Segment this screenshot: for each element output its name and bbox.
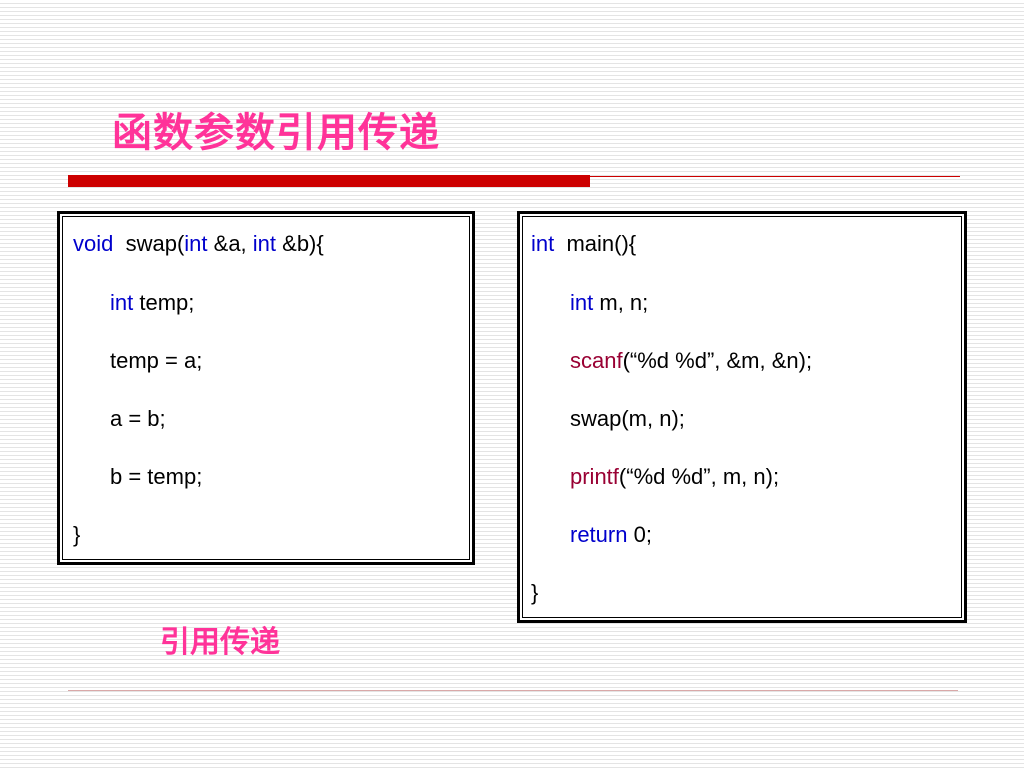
code-line: b = temp; [110, 464, 203, 489]
library-function: printf [570, 464, 619, 489]
code-text: m, n; [593, 290, 649, 315]
keyword: int [110, 290, 134, 315]
footer-divider [68, 690, 958, 691]
keyword: int [184, 231, 208, 256]
code-line: int m, n; [570, 290, 648, 316]
code-text: (“%d %d”, &m, &n); [622, 348, 813, 373]
code-line: void swap(int &a, int &b){ [73, 231, 324, 257]
code-line: int main(){ [531, 231, 636, 257]
main-function-code-box: int main(){ int m, n; scanf(“%d %d”, &m,… [517, 211, 967, 623]
title-underline-bar [68, 175, 590, 187]
code-line: swap(m, n); [570, 406, 685, 431]
swap-function-code-box: void swap(int &a, int &b){ int temp; tem… [57, 211, 475, 565]
code-text: swap( [113, 231, 185, 256]
keyword: int [570, 290, 594, 315]
code-text: (“%d %d”, m, n); [618, 464, 780, 489]
code-line: int temp; [110, 290, 194, 316]
slide-title: 函数参数引用传递 [112, 110, 440, 156]
code-line: } [531, 580, 539, 605]
code-text: &b){ [276, 231, 324, 256]
code-line: scanf(“%d %d”, &m, &n); [570, 348, 812, 374]
code-line: } [73, 522, 81, 547]
caption-reference-passing: 引用传递 [160, 625, 280, 660]
title-underline-line [590, 176, 960, 177]
code-line: return 0; [570, 522, 652, 548]
code-text: temp; [133, 290, 195, 315]
code-text: &a, [207, 231, 253, 256]
keyword: int [252, 231, 277, 256]
code-line: temp = a; [110, 348, 203, 373]
code-text: 0; [627, 522, 652, 547]
code-text: main(){ [554, 231, 637, 256]
keyword: void [73, 231, 114, 256]
library-function: scanf [570, 348, 623, 373]
keyword: return [570, 522, 628, 547]
code-line: a = b; [110, 406, 166, 431]
code-line: printf(“%d %d”, m, n); [570, 464, 779, 490]
keyword: int [531, 231, 555, 256]
